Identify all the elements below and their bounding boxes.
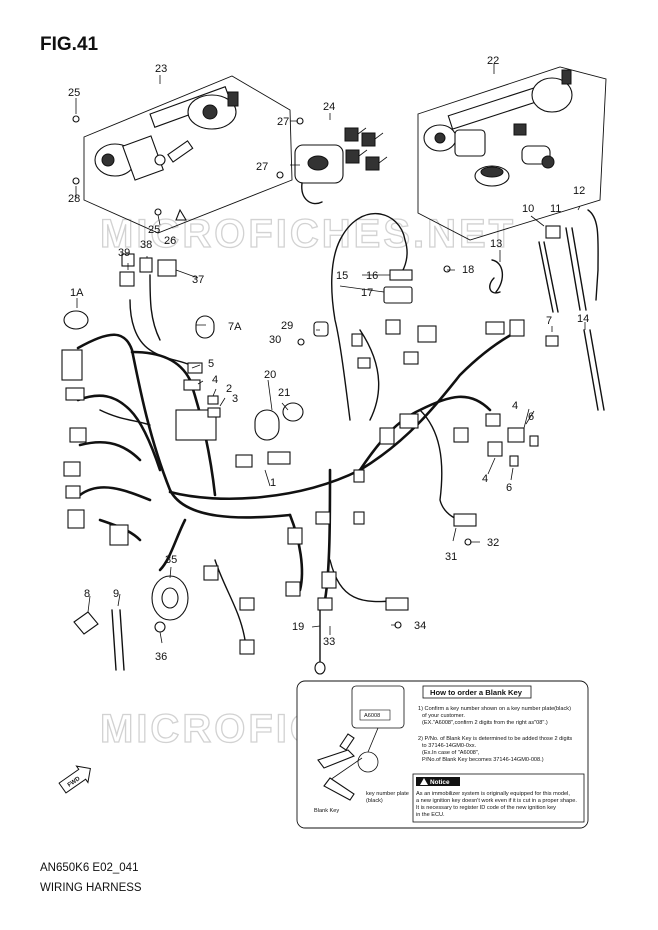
callout-1a: 1A [70,287,84,299]
callout-14: 14 [577,313,589,325]
callout-3: 3 [232,393,238,405]
panel-23-frame [83,75,293,234]
blank-key-box-title: How to order a Blank Key [430,688,523,697]
leader-lines [75,64,586,644]
model-code: AN650K6 E02_041 [40,862,139,874]
step2-line1: 2) P/No. of Blank Key is determined to b… [418,736,572,742]
callout-16: 16 [366,270,378,282]
key-plate-label-2: (black) [366,798,383,804]
callout-25-bottom: 25 [148,224,160,236]
callout-27-top: 27 [277,116,289,128]
step2-line3: (Ex.In case of "A6008", [422,750,480,756]
callout-35: 35 [165,554,177,566]
step2-line2: to 37146-14GM0-0xx. [422,743,477,749]
callout-10: 10 [522,203,534,215]
callout-19: 19 [292,621,304,633]
callout-7: 7 [546,315,552,327]
callout-37: 37 [192,274,204,286]
callout-28: 28 [68,193,80,205]
callout-32: 32 [487,537,499,549]
callout-6-top: 6 [528,411,534,423]
callout-21: 21 [278,387,290,399]
panel-22-frame [417,66,607,241]
watermark-top: MICROFICHES.NET [100,212,516,256]
callout-33: 33 [323,636,335,648]
key-plate-code: A6008 [364,713,380,719]
callout-9: 9 [113,588,119,600]
callout-7a: 7A [228,321,242,333]
notice-line4: in the ECU. [416,812,445,818]
callout-27-bottom: 27 [256,161,268,173]
notice-line2: a new ignition key doesn't work even if … [416,798,577,804]
misc-parts [72,115,605,671]
callout-15: 15 [336,270,348,282]
step1-line1: 1) Confirm a key number shown on a key n… [418,706,571,712]
lock-cylinder-set-24 [294,127,388,205]
callout-24: 24 [323,101,335,113]
step1-line2: of your customer. [422,713,465,719]
figure-name: WIRING HARNESS [40,882,142,894]
callout-25-top: 25 [68,87,80,99]
callout-13: 13 [490,238,502,250]
callout-34: 34 [414,620,426,632]
blank-key-label: Blank Key [314,808,339,814]
callout-6-bottom: 6 [506,482,512,494]
key-plate-label-1: key number plate [366,791,409,797]
callout-1: 1 [270,477,276,489]
callout-36: 36 [155,651,167,663]
callout-4-right-bottom: 4 [482,473,488,485]
figure-title: FIG.41 [40,34,99,55]
step2-line4: P/No.of Blank Key becomes 37146-14GM0-00… [422,757,544,763]
callout-31: 31 [445,551,457,563]
callout-4-left: 4 [212,374,218,386]
ignition-switch-set-23 [94,86,239,181]
callout-26: 26 [164,235,176,247]
callout-23: 23 [155,63,167,75]
callout-20: 20 [264,369,276,381]
step1-line3: (EX."A6008",confirm 2 digits from the ri… [422,720,548,726]
blank-key-info-box: How to order a Blank Key A6008 key numbe… [296,680,589,829]
callout-8: 8 [84,588,90,600]
callout-30: 30 [269,334,281,346]
notice-line3: It is necessary to register ID code of t… [416,805,556,811]
callout-11: 11 [550,203,561,215]
notice-title: Notice [430,779,450,786]
callout-5: 5 [208,358,214,370]
callout-38: 38 [140,239,152,251]
callout-4-right-top: 4 [512,400,518,412]
callout-2: 2 [226,383,232,395]
callout-18: 18 [462,264,474,276]
callout-22: 22 [487,55,499,67]
callout-12: 12 [573,185,585,197]
callout-39: 39 [118,247,130,259]
notice-line1: As an immobilizer system is originally e… [416,791,570,797]
harness-connectors [61,208,559,675]
callout-29: 29 [281,320,293,332]
ignition-switch-set-22 [423,69,573,187]
callout-17: 17 [361,287,373,299]
fwd-arrow-icon: FWD [58,765,91,794]
